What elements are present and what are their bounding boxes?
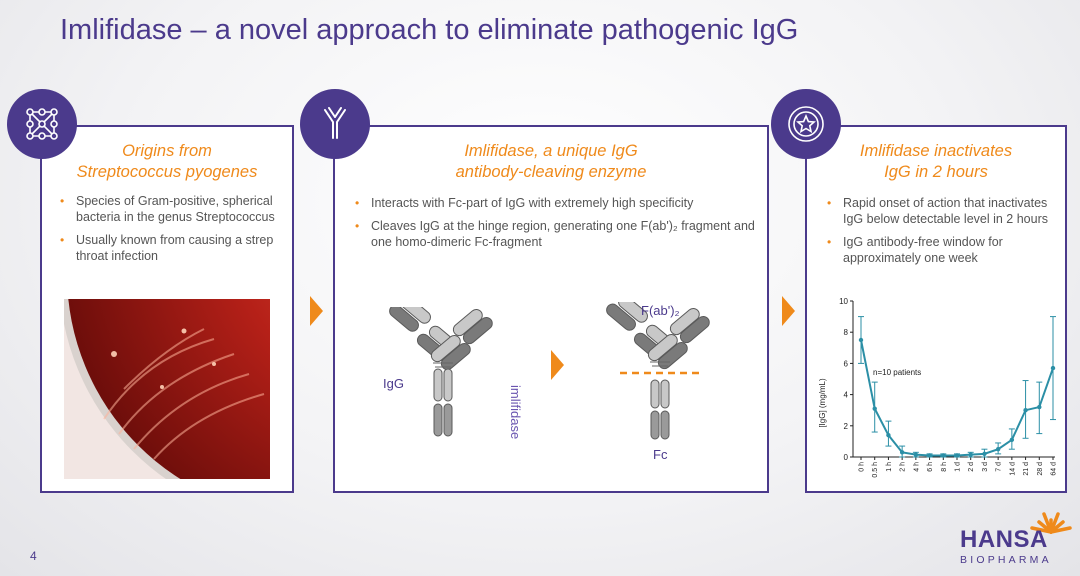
slide-title: Imlifidase – a novel approach to elimina…: [60, 14, 799, 46]
x-tick-label: 2 d: [968, 462, 975, 472]
logo-subtitle: BIOPHARMA: [960, 554, 1052, 566]
network-icon: [7, 89, 77, 159]
arrow-right-icon: [310, 296, 323, 326]
x-tick-label: 2 h: [900, 462, 907, 472]
fc-label: Fc: [653, 447, 668, 462]
data-point: [872, 406, 877, 411]
panel-inactivation-title: Imlifidase inactivates IgG in 2 hours: [807, 141, 1065, 183]
data-point: [954, 453, 960, 458]
page-number: 4: [30, 549, 37, 563]
panel-inactivation-title-line-2: IgG in 2 hours: [884, 163, 988, 181]
x-tick-label: 64 d: [1051, 462, 1058, 476]
data-point: [1050, 365, 1056, 371]
panel-inactivation-bullets: Rapid onset of action that inactivates I…: [827, 195, 1055, 273]
imlifidase-label: imlifidase: [508, 385, 523, 440]
y-tick-label: 6: [844, 359, 849, 368]
star-badge-icon: [771, 89, 841, 159]
panel-inactivation: Imlifidase inactivates IgG in 2 hours Ra…: [805, 125, 1067, 493]
bullet-item: Interacts with Fc-part of IgG with extre…: [355, 195, 755, 211]
chart-tick-labels: 0 2 4 6 8 10 0 h 0.5 h 1 h 2 h 4 h 6 h 8 h 1 d 2 d 3 d 7…: [839, 297, 1057, 478]
panel-origins-title-line-2: Streptococcus pyogenes: [76, 163, 258, 181]
bullet-item: Rapid onset of action that inactivates I…: [827, 195, 1055, 227]
cleaved-antibody-diagram: [606, 302, 710, 440]
x-tick-label: 0 h: [859, 462, 866, 472]
chart-annotation: n=10 patients: [873, 368, 921, 377]
panel-origins-title: Origins from Streptococcus pyogenes: [42, 141, 292, 183]
igg-antibody-diagram: [389, 307, 493, 437]
x-tick-label: 1 d: [955, 462, 962, 472]
sun-logo-icon: [1030, 512, 1072, 534]
x-tick-label: 21 d: [1023, 462, 1030, 476]
fab-label: F(ab')₂: [641, 303, 680, 318]
x-tick-label: 3 d: [982, 462, 989, 472]
y-tick-label: 4: [844, 391, 849, 400]
panel-enzyme: Imlifidase, a unique IgG antibody-cleavi…: [333, 125, 769, 493]
bacteria-culture-image: [64, 299, 270, 479]
x-tick-label: 7 d: [996, 462, 1003, 472]
data-point: [1023, 408, 1028, 413]
y-tick-label: 0: [844, 453, 849, 462]
x-tick-label: 6 h: [927, 462, 934, 472]
x-tick-label: 14 d: [1009, 462, 1016, 476]
data-point: [941, 453, 946, 458]
x-tick-label: 28 d: [1037, 462, 1044, 476]
bullet-item: IgG antibody-free window for approximate…: [827, 234, 1055, 266]
data-point: [858, 337, 864, 343]
logo-name: HANSA: [960, 526, 1048, 553]
panel-origins: Origins from Streptococcus pyogenes Spec…: [40, 125, 294, 493]
igg-concentration-chart: 0 2 4 6 8 10 0 h 0.5 h 1 h 2 h 4 h 6 h 8 h 1 d 2 d 3 d 7…: [818, 297, 1058, 478]
panel-origins-title-line-1: Origins from: [122, 142, 212, 160]
panel-enzyme-title-line-1: Imlifidase, a unique IgG: [464, 142, 638, 160]
enzyme-arrow-icon: [551, 350, 564, 380]
x-tick-label: 4 h: [913, 462, 920, 472]
x-tick-label: 1 h: [886, 462, 893, 472]
y-tick-label: 8: [844, 328, 849, 337]
arrow-right-icon: [782, 296, 795, 326]
panel-origins-bullets: Species of Gram-positive, spherical bact…: [60, 193, 280, 271]
x-tick-label: 8 h: [941, 462, 948, 472]
data-point: [899, 450, 905, 455]
panel-inactivation-title-line-1: Imlifidase inactivates: [859, 142, 1013, 160]
panel-enzyme-title: Imlifidase, a unique IgG antibody-cleavi…: [335, 141, 767, 183]
panel-enzyme-bullets: Interacts with Fc-part of IgG with extre…: [355, 195, 755, 257]
data-point: [995, 447, 1001, 452]
bullet-item: Usually known from causing a strep throa…: [60, 232, 280, 264]
data-point: [1009, 437, 1015, 443]
bullet-item: Species of Gram-positive, spherical bact…: [60, 193, 280, 225]
data-point: [1037, 404, 1042, 410]
panel-enzyme-title-line-2: antibody-cleaving enzyme: [455, 163, 647, 181]
data-point: [968, 452, 973, 457]
bullet-item: Cleaves IgG at the hinge region, generat…: [355, 218, 755, 250]
y-tick-label: 2: [844, 422, 849, 431]
data-point: [927, 453, 932, 458]
chart-points: [858, 337, 1056, 458]
data-point: [982, 451, 987, 457]
x-tick-label: 0.5 h: [872, 462, 879, 478]
data-point: [886, 432, 891, 438]
chart-y-axis-label: [IgG] (mg/mL): [818, 378, 827, 428]
y-tick-label: 10: [839, 297, 848, 306]
igg-label: IgG: [383, 376, 404, 391]
antibody-icon: [300, 89, 370, 159]
data-point: [913, 452, 919, 457]
